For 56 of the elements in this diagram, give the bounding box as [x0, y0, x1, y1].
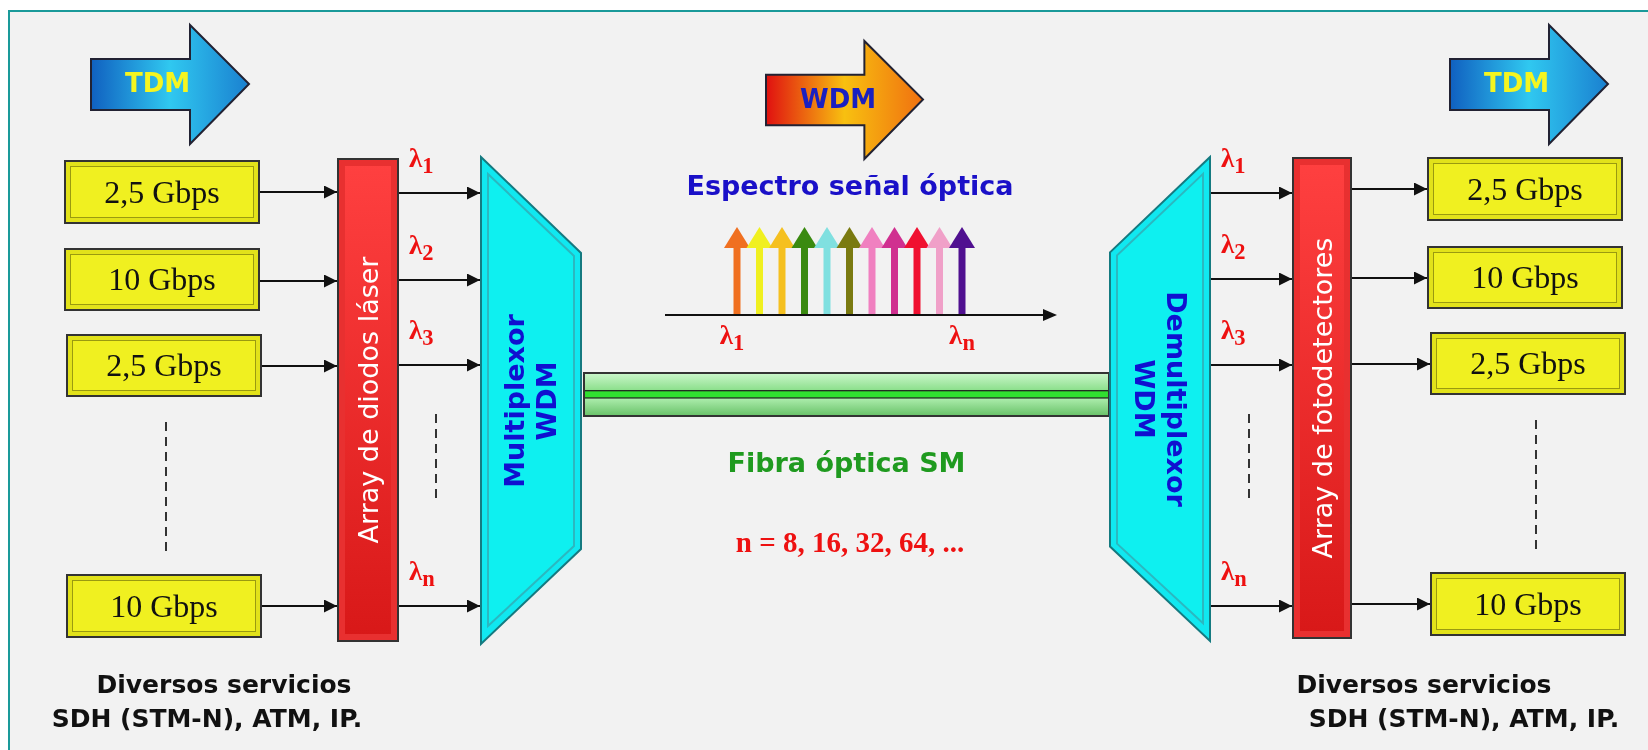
device-label: Multiplexor WDM [498, 312, 563, 490]
arrow [1351, 597, 1431, 611]
optical-fiber-bar [583, 372, 1110, 417]
wavelength-label: λ$_{3}$ [1221, 315, 1246, 352]
wavelength-label: λ$_{1}$ [1221, 143, 1246, 180]
services-note: Diversos servicios [96, 670, 352, 699]
arrow [259, 185, 338, 199]
channel-count-note: n = 8, 16, 32, 64, ... [735, 526, 965, 559]
arrow [1210, 272, 1293, 286]
arrow [1210, 186, 1293, 200]
fiber-caption: Fibra óptica SM [727, 447, 966, 478]
array-bar [337, 158, 399, 642]
arrow [1351, 182, 1428, 196]
spectrum-title: Espectro señal óptica [686, 170, 1014, 201]
arrow [398, 358, 481, 372]
services-note: SDH (STM-N), ATM, IP. [1308, 704, 1620, 733]
block-arrow [90, 24, 250, 145]
array-bar [1292, 157, 1352, 639]
array-label: Array de fotodetectores [1306, 237, 1338, 559]
arrow [259, 274, 338, 288]
rate-box: 2,5 Gbps [1430, 332, 1626, 395]
demultiplexer-trapezoid [1109, 156, 1211, 642]
rate-box: 2,5 Gbps [66, 334, 262, 397]
arrow-label: TDM [1484, 68, 1550, 98]
services-note: SDH (STM-N), ATM, IP. [51, 704, 363, 733]
arrow [1351, 357, 1431, 371]
arrow [398, 599, 481, 613]
arrow [1210, 599, 1293, 613]
wavelength-label: λ$_{1}$ [719, 320, 745, 357]
arrow [261, 359, 338, 373]
arrow [398, 273, 481, 287]
rate-box: 10 Gbps [1427, 246, 1623, 309]
wavelength-label: λ$_{2}$ [409, 230, 434, 267]
arrow [1210, 358, 1293, 372]
rate-box: 10 Gbps [1430, 572, 1626, 636]
rate-box: 2,5 Gbps [64, 160, 260, 224]
block-arrow [765, 40, 924, 160]
arrow [261, 599, 338, 613]
arrow-label: TDM [125, 68, 191, 98]
services-note: Diversos servicios [1296, 670, 1552, 699]
block-arrow [1449, 24, 1609, 145]
arrow [398, 186, 481, 200]
wavelength-label: λ$_{n}$ [409, 556, 435, 593]
wavelength-label: λ$_{3}$ [409, 315, 434, 352]
arrow [1351, 271, 1428, 285]
device-label: Demultiplexor WDM [1128, 290, 1193, 509]
multiplexer-trapezoid [480, 156, 582, 645]
arrow-label: WDM [800, 84, 877, 114]
wavelength-label: λ$_{1}$ [409, 143, 434, 180]
rate-box: 2,5 Gbps [1427, 157, 1623, 221]
rate-box: 10 Gbps [66, 574, 262, 638]
wavelength-label: λ$_{n}$ [1221, 556, 1247, 593]
wavelength-label: λ$_{2}$ [1221, 229, 1246, 266]
array-label: Array de diodos láser [352, 256, 384, 544]
wavelength-label: λ$_{n}$ [949, 320, 975, 357]
rate-box: 10 Gbps [64, 248, 260, 311]
